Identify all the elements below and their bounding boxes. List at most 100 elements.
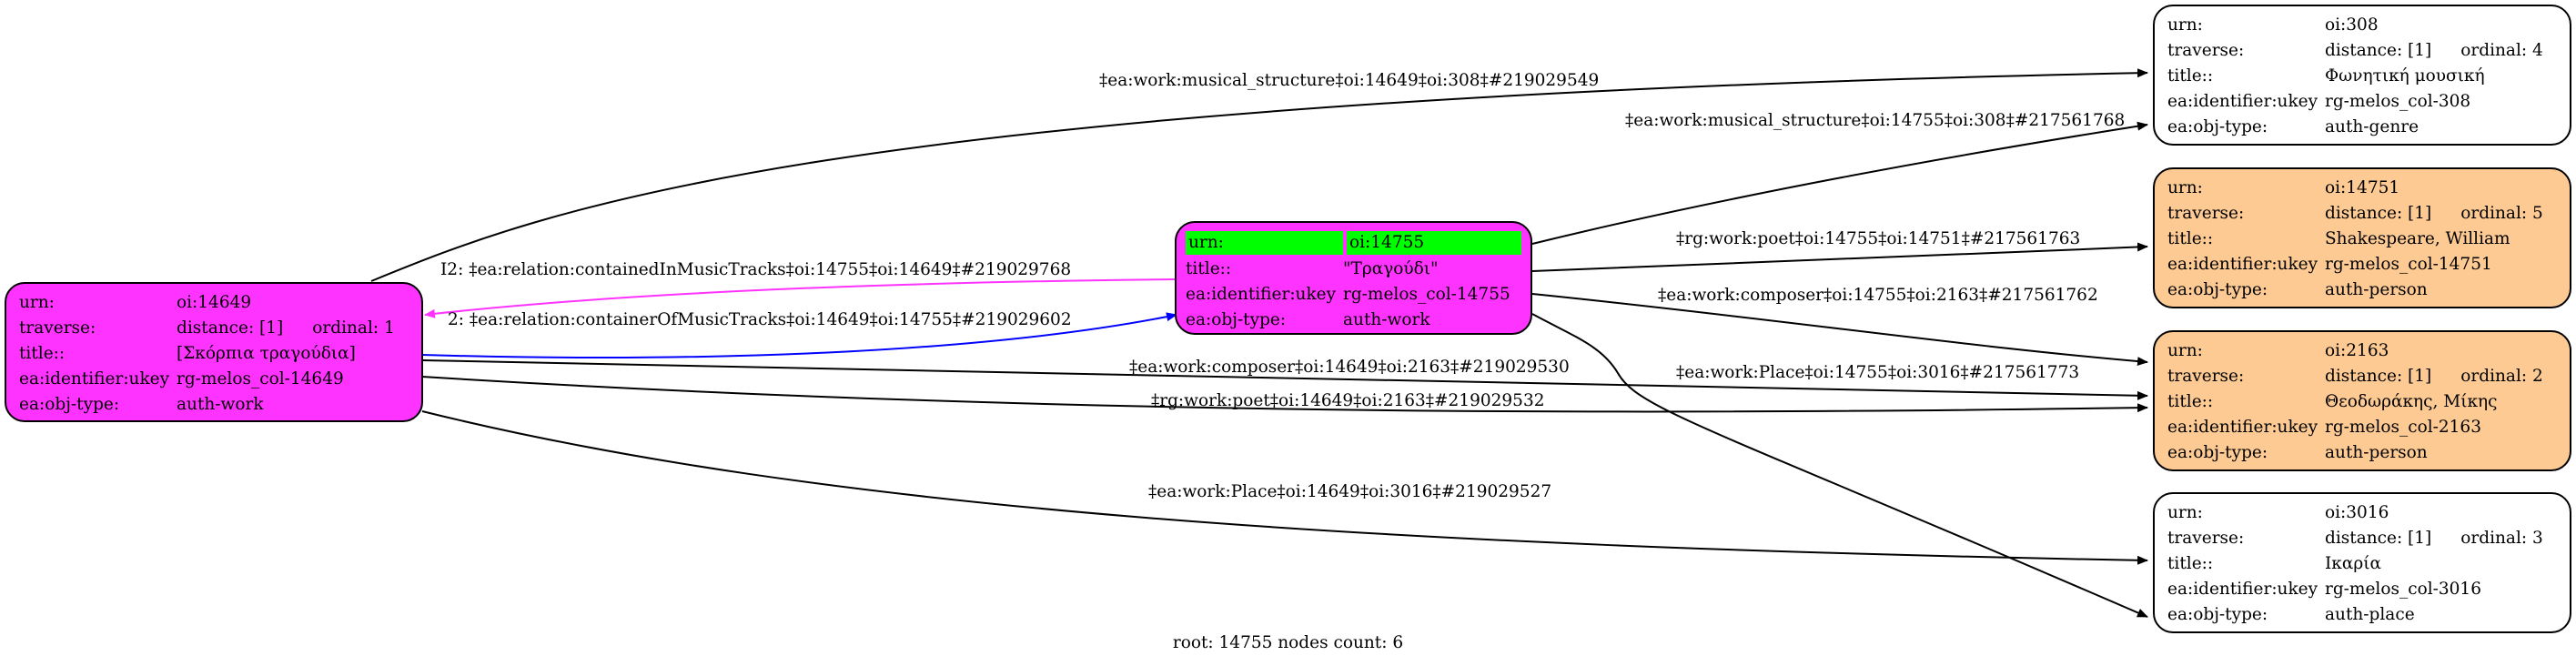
field-label: ea:identifier:ukey: [2167, 417, 2318, 437]
field-objtype: ea:obj-type: auth-genre: [2167, 114, 2557, 139]
edge-line: [424, 278, 1177, 318]
field-label: ea:obj-type:: [19, 394, 120, 414]
field-label: urn:: [19, 292, 55, 312]
edge-musical-structure-14755-308[interactable]: ‡ea:work:musical_structure‡oi:14755‡oi:3…: [1531, 111, 2148, 245]
field-urn: urn: oi:308: [2167, 12, 2557, 37]
field-title: title::Ικαρία: [2167, 550, 2557, 576]
field-label: urn:: [2167, 502, 2203, 522]
edge-line: [1531, 293, 2148, 367]
field-value: Shakespeare, William: [2325, 228, 2510, 248]
edge-label: ‡ea:work:Place‡oi:14649‡oi:3016‡#2190295…: [1148, 482, 1551, 501]
distance-value: distance: [1]: [177, 318, 284, 338]
field-value: [Σκόρπια τραγούδια]: [177, 343, 356, 363]
edge-label: 2: ‡ea:relation:containerOfMusicTracks‡o…: [448, 310, 1072, 329]
node-oi-3016[interactable]: urn:oi:3016 traverse:distance: [1]ordina…: [2153, 492, 2571, 633]
edge-place-14649-3016[interactable]: ‡ea:work:Place‡oi:14649‡oi:3016‡#2190295…: [421, 410, 2148, 565]
field-label: ea:identifier:ukey: [2167, 579, 2318, 599]
field-value: rg-melos_col-308: [2325, 91, 2471, 111]
field-label: urn:: [2167, 177, 2203, 197]
field-value: rg-melos_col-14755: [1343, 284, 1510, 304]
edge-label: I2: ‡ea:relation:containedInMusicTracks‡…: [440, 260, 1071, 279]
field-value: auth-person: [2325, 442, 2428, 462]
field-label: title::: [2167, 391, 2214, 411]
edge-label: ‡ea:work:musical_structure‡oi:14649‡oi:3…: [1099, 71, 1599, 90]
edge-place-14755-3016[interactable]: ‡ea:work:Place‡oi:14755‡oi:3016‡#2175617…: [1531, 313, 2148, 618]
edge-poet-14649-2163[interactable]: ‡rg:work:poet‡oi:14649‡oi:2163‡#21902953…: [421, 376, 2148, 413]
edge-line: [1531, 242, 2148, 272]
field-value: auth-work: [1343, 309, 1430, 329]
field-label: ea:identifier:ukey: [2167, 91, 2318, 111]
edge-contained-in-music-tracks[interactable]: I2: ‡ea:relation:containedInMusicTracks‡…: [424, 260, 1177, 318]
field-value: oi:308: [2325, 15, 2379, 35]
field-title: title::[Σκόρπια τραγούδια]: [19, 340, 409, 366]
field-value: rg-melos_col-2163: [2325, 417, 2481, 437]
field-label: ea:obj-type:: [1186, 309, 1287, 329]
field-value: distance: [1]ordinal: 5: [2325, 204, 2557, 223]
field-label: ea:identifier:ukey: [1186, 284, 1337, 304]
field-traverse: traverse: distance: [1]ordinal: 5: [2167, 200, 2557, 226]
field-value: Θεοδωράκης, Μίκης: [2325, 391, 2498, 411]
field-urn: urn:oi:14751: [2167, 175, 2557, 200]
ordinal-value: ordinal: 1: [312, 318, 395, 338]
field-label: ea:obj-type:: [2167, 116, 2268, 136]
field-objtype: ea:obj-type: auth-person: [2167, 277, 2557, 302]
field-label: title::: [2167, 66, 2214, 86]
field-label: traverse:: [2167, 40, 2245, 60]
field-label: ea:obj-type:: [2167, 442, 2268, 462]
distance-value: distance: [1]: [2325, 366, 2432, 386]
edge-line: [1531, 121, 2148, 245]
field-urn: urn: oi:14649: [19, 289, 409, 315]
edge-poet-14755-14751[interactable]: ‡rg:work:poet‡oi:14755‡oi:14751‡#2175617…: [1531, 229, 2148, 272]
edge-composer-14755-2163[interactable]: ‡ea:work:composer‡oi:14755‡oi:2163‡#2175…: [1531, 286, 2148, 367]
field-value: rg-melos_col-14649: [177, 368, 344, 388]
field-traverse: traverse:distance: [1]ordinal: 3: [2167, 525, 2557, 550]
field-title: title::"Τραγούδι": [1186, 256, 1521, 281]
field-label: traverse:: [2167, 528, 2245, 548]
field-objtype: ea:obj-type: auth-person: [2167, 439, 2557, 465]
graph-footer: root: 14755 nodes count: 6: [1172, 633, 1404, 652]
edge-label: ‡ea:work:composer‡oi:14649‡oi:2163‡#2190…: [1129, 358, 1570, 377]
node-oi-14751[interactable]: urn:oi:14751 traverse: distance: [1]ordin…: [2153, 167, 2571, 308]
field-traverse: traverse:distance: [1]ordinal: 1: [19, 315, 409, 340]
field-label: traverse:: [2167, 203, 2245, 223]
field-value: oi:14649: [177, 292, 252, 312]
field-value: rg-melos_col-14751: [2325, 254, 2492, 274]
field-value: auth-place: [2325, 604, 2415, 624]
edge-musical-structure-14649-308[interactable]: ‡ea:work:musical_structure‡oi:14649‡oi:3…: [370, 68, 2148, 282]
field-value: Φωνητική μουσική: [2325, 66, 2485, 86]
field-value: auth-genre: [2325, 116, 2419, 136]
field-value: oi:2163: [2325, 340, 2389, 360]
edge-line: [421, 312, 1177, 359]
ordinal-value: ordinal: 2: [2460, 366, 2543, 386]
field-label: traverse:: [2167, 366, 2245, 386]
edge-label: ‡ea:work:musical_structure‡oi:14755‡oi:3…: [1625, 111, 2125, 130]
node-oi-2163[interactable]: urn: oi:2163 traverse: distance: [1] ordina…: [2153, 330, 2571, 471]
field-urn: urn:oi:14755: [1186, 230, 1521, 256]
field-traverse: traverse:distance: [1]ordinal: 4: [2167, 37, 2557, 63]
field-value: auth-person: [2325, 279, 2428, 299]
edge-label: ‡ea:work:composer‡oi:14755‡oi:2163‡#2175…: [1658, 286, 2098, 305]
edge-label: ‡ea:work:Place‡oi:14755‡oi:3016‡#2175617…: [1676, 363, 2079, 382]
node-oi-308[interactable]: urn:oi:308 traverse:distance: [1]ordinal…: [2153, 5, 2571, 146]
field-value: oi:14755: [1347, 231, 1521, 255]
field-objtype: ea:obj-type:auth-place: [2167, 601, 2557, 627]
field-label: ea:obj-type:: [2167, 279, 2268, 299]
field-ukey: ea:identifier:ukey rg-melos_col-2163: [2167, 414, 2557, 439]
field-traverse: traverse: distance: [1] ordinal: 2: [2167, 363, 2557, 388]
field-value: distance: [1] ordinal: 2: [2325, 367, 2557, 386]
node-oi-14649[interactable]: urn:oi:14649 traverse:distance: [1]ordin…: [5, 282, 423, 422]
field-ukey: ea:identifier:ukey rg-melos_col-14755: [1186, 281, 1521, 307]
edge-label: ‡rg:work:poet‡oi:14649‡oi:2163‡#21902953…: [1151, 391, 1544, 410]
edge-container-of-music-tracks[interactable]: 2: ‡ea:relation:containerOfMusicTracks‡o…: [421, 310, 1177, 359]
field-label: urn:: [2167, 340, 2203, 360]
field-label: urn:: [2167, 15, 2203, 35]
field-title: title::Φωνητική μουσική: [2167, 63, 2557, 88]
node-oi-14755-root[interactable]: urn:oi:14755 title::"Τραγούδι" ea:identi…: [1175, 221, 1532, 335]
field-value: distance: [1] ordinal: 1: [177, 318, 409, 338]
distance-value: distance: [1]: [2325, 40, 2432, 60]
field-ukey: ea:identifier:ukey rg-melos_col-308: [2167, 88, 2557, 114]
